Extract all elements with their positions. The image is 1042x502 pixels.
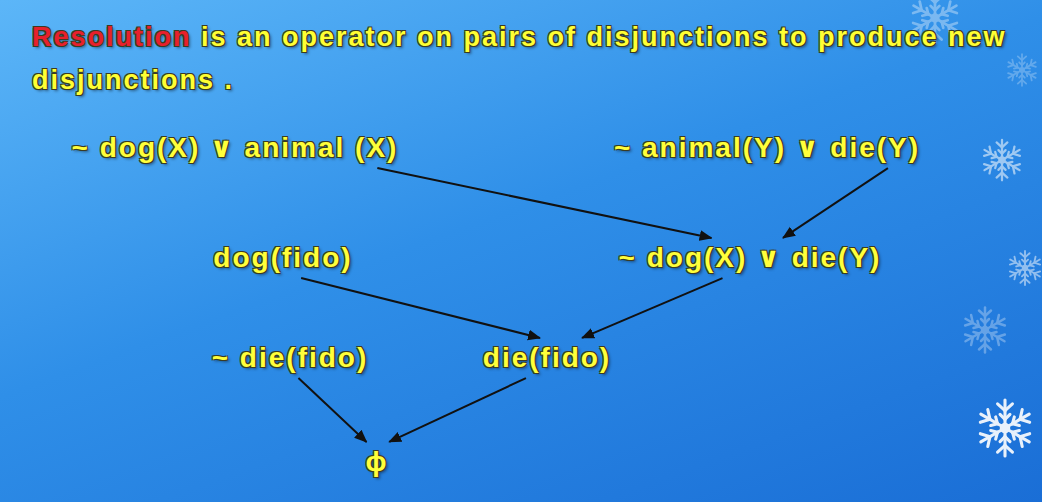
formula-node: ~ dog(X) ∨ die(Y): [613, 240, 888, 276]
snowflake: [1008, 251, 1042, 285]
snowflake: [977, 400, 1033, 456]
title-word: Resolution: [32, 22, 192, 52]
formula-text: ~ dog(X) ∨ animal (X): [72, 132, 399, 164]
snowflake: [963, 308, 1008, 353]
formula-text: ~ dog(X) ∨ die(Y): [619, 242, 882, 274]
resolution-arrow: [582, 278, 722, 338]
formula-text: ~ die(fido): [212, 342, 369, 374]
formula-node: ~ animal(Y) ∨ die(Y): [608, 130, 926, 166]
resolution-arrow: [389, 378, 526, 442]
formula-text: ϕ: [366, 446, 389, 478]
snowflake: [982, 140, 1022, 181]
formula-node: ϕ: [360, 444, 395, 480]
formula-text: die(fido): [483, 342, 611, 374]
formula-text: ~ animal(Y) ∨ die(Y): [614, 132, 920, 164]
formula-node: ~ dog(X) ∨ animal (X): [66, 130, 405, 166]
formula-node: die(fido): [477, 340, 617, 376]
resolution-arrow: [783, 168, 888, 238]
resolution-arrow: [377, 168, 711, 238]
formula-node: ~ die(fido): [206, 340, 375, 376]
snowflake: [1006, 54, 1037, 86]
resolution-arrow: [298, 378, 366, 442]
resolution-arrow: [301, 278, 540, 338]
formula-text: dog(fido): [213, 242, 352, 274]
heading: Resolutionis an operator on pairs of dis…: [32, 16, 1022, 102]
formula-node: dog(fido): [207, 240, 358, 276]
